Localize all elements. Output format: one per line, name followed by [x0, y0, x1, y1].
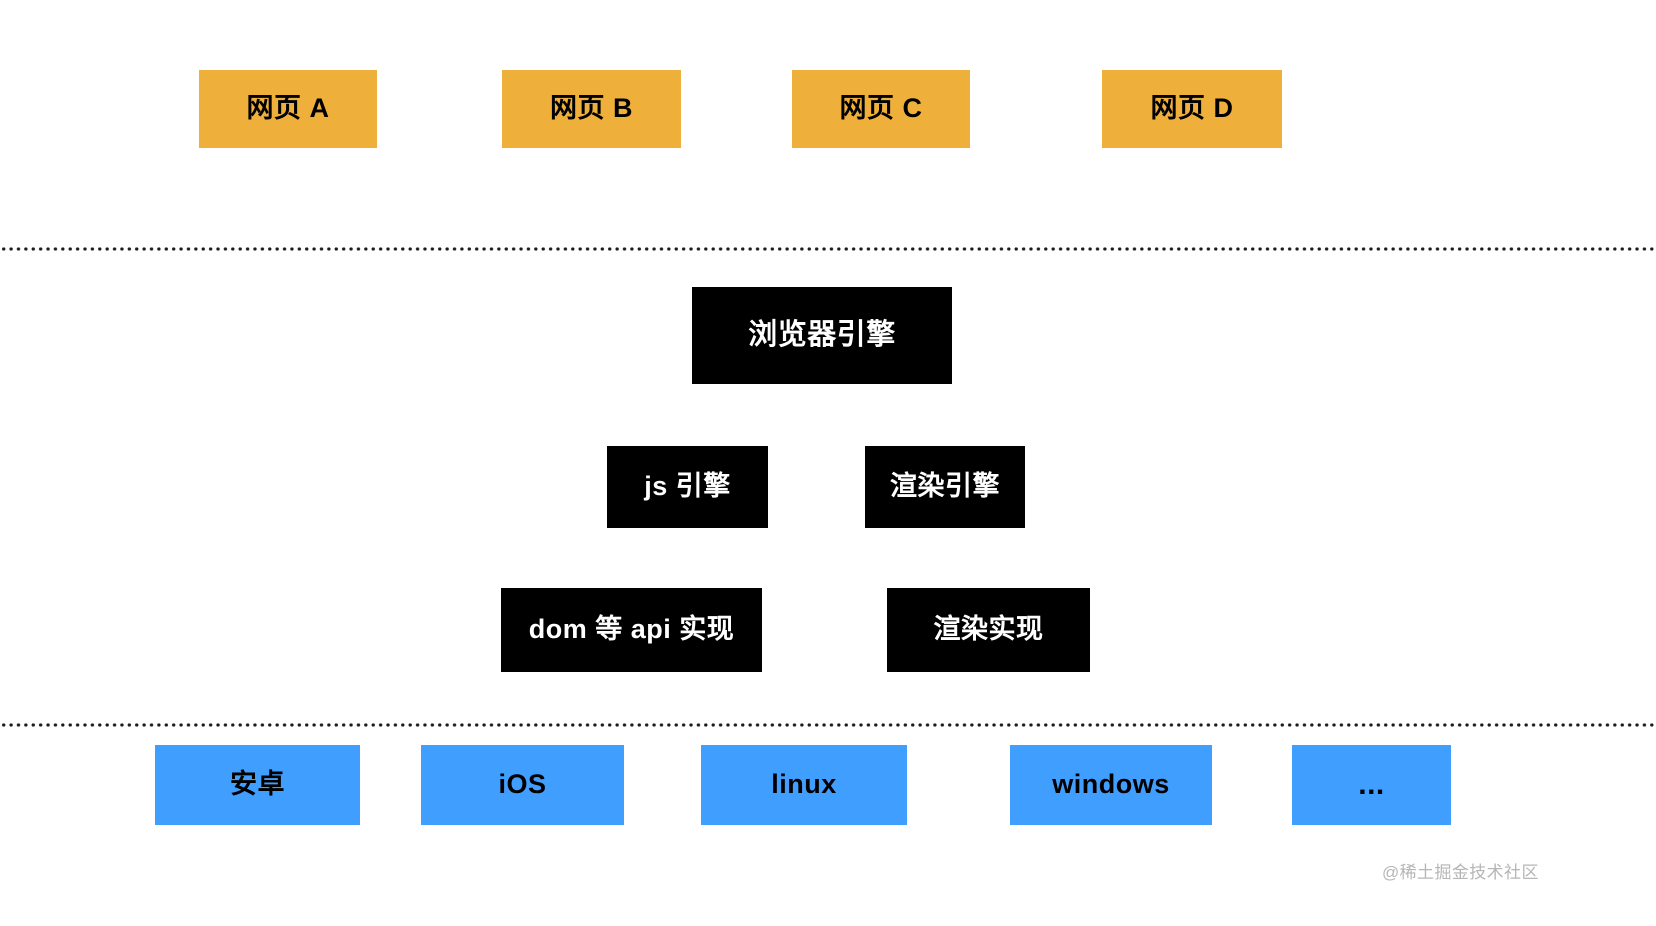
os-node-node: ... [1292, 745, 1451, 825]
page-node-网页-d: 网页 D [1102, 70, 1282, 148]
page-node-网页-c: 网页 C [792, 70, 970, 148]
node-label: linux [771, 769, 837, 800]
node-label: iOS [498, 769, 547, 800]
watermark-label: @稀土掘金技术社区 [1382, 863, 1539, 882]
engine-node-渲染引擎: 渲染引擎 [865, 446, 1025, 528]
divider-engines-os [0, 723, 1656, 727]
node-label: ... [1358, 767, 1385, 801]
engine-node-js-引擎: js 引擎 [607, 446, 768, 528]
node-label: 安卓 [230, 769, 285, 800]
os-node-安卓: 安卓 [155, 745, 360, 825]
os-node-linux: linux [701, 745, 907, 825]
os-node-windows: windows [1010, 745, 1212, 825]
divider-pages-engines [0, 247, 1656, 251]
engine-node-dom-等-api-实现: dom 等 api 实现 [501, 588, 762, 672]
page-node-网页-b: 网页 B [502, 70, 681, 148]
node-label: 渲染引擎 [890, 471, 1000, 502]
node-label: 网页 A [246, 93, 330, 124]
os-node-ios: iOS [421, 745, 624, 825]
node-label: 渲染实现 [933, 614, 1044, 645]
engine-node-渲染实现: 渲染实现 [887, 588, 1090, 672]
node-label: 网页 D [1150, 93, 1234, 124]
engine-node-浏览器引擎: 浏览器引擎 [692, 287, 952, 384]
page-node-网页-a: 网页 A [199, 70, 377, 148]
node-label: 网页 C [839, 93, 923, 124]
node-label: 网页 B [550, 93, 633, 124]
node-label: js 引擎 [644, 471, 731, 502]
node-label: 浏览器引擎 [748, 318, 896, 351]
node-label: windows [1052, 769, 1170, 800]
node-label: dom 等 api 实现 [528, 614, 735, 645]
